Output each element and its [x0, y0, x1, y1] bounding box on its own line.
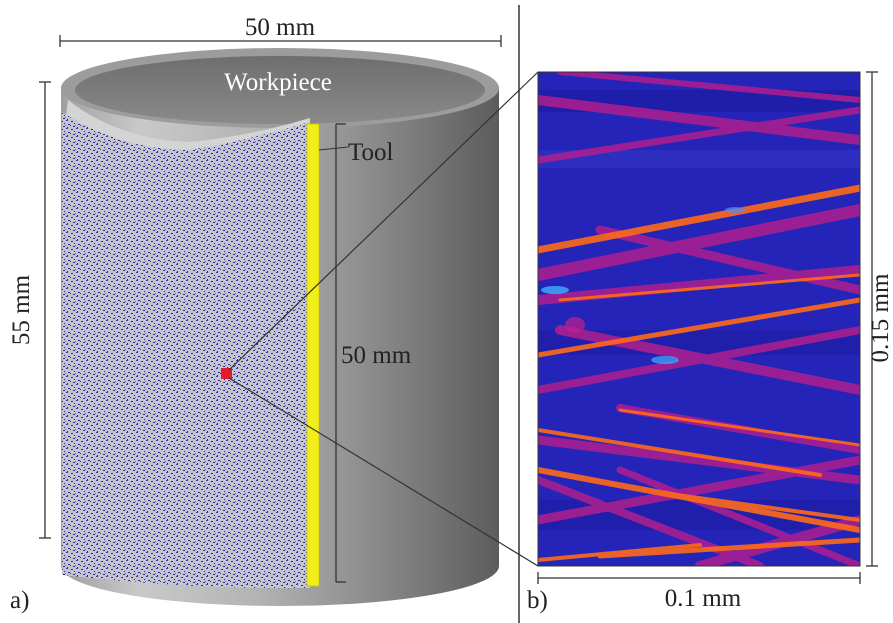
width-dimension-line	[59, 35, 502, 47]
workpiece-cylinder	[61, 48, 499, 606]
tool-label: Tool	[348, 139, 394, 166]
tool-leader-line	[318, 146, 349, 151]
map-height-dimension-label: 0.15 mm	[867, 273, 893, 362]
panel-b: 0.15 mm 0.1 mm b)	[527, 71, 893, 614]
speckle-pattern	[62, 112, 310, 589]
panel-a: 50 mm 55 mm Workpiece Tool 50 mm	[8, 14, 502, 614]
tool-length-dimension-line	[335, 123, 346, 583]
map-width-dimension-line	[537, 572, 861, 584]
width-dimension-label: 50 mm	[245, 14, 316, 41]
height-dimension-label: 55 mm	[8, 274, 35, 345]
zoom-connector-lines	[228, 71, 539, 567]
tool-strip	[306, 123, 320, 587]
surface-intensity-map	[538, 72, 860, 566]
workpiece-label: Workpiece	[224, 69, 332, 96]
map-frame	[537, 71, 861, 567]
map-height-dimension-line	[866, 71, 878, 567]
tool-length-dimension-label: 50 mm	[341, 342, 412, 369]
map-width-dimension-label: 0.1 mm	[665, 585, 742, 612]
panel-a-label: a)	[10, 587, 29, 614]
panel-b-label: b)	[527, 587, 548, 614]
height-dimension-line	[39, 81, 51, 539]
measurement-region-marker	[221, 368, 232, 379]
